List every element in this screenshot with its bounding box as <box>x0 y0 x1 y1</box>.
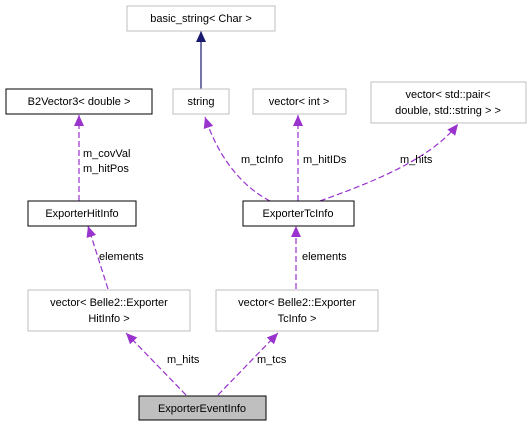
node-vector-pair[interactable]: vector< std::pair< double, std::string >… <box>370 81 527 124</box>
node-basic-string[interactable]: basic_string< Char > <box>126 5 276 32</box>
edge-label-m-hits: m_hits <box>167 354 200 366</box>
edge-tcinfo-to-vector-pair <box>319 123 459 202</box>
edge-label-m-covval: m_covVal <box>83 148 130 160</box>
node-label-line2: double, std::string > > <box>395 105 501 117</box>
node-label: ExporterTcInfo <box>263 208 334 220</box>
node-label: B2Vector3< double > <box>28 96 131 108</box>
edge-label-m-hitids: m_hitIDs <box>303 154 347 166</box>
node-label: vector< int > <box>269 96 330 108</box>
node-label: ExporterEventInfo <box>158 403 246 415</box>
edge-label-m-hits-pair: m_hits <box>400 154 433 166</box>
node-vector-hit-info[interactable]: vector< Belle2::Exporter HitInfo > <box>27 289 191 332</box>
node-label: basic_string< Char > <box>150 13 252 25</box>
node-b2vector3[interactable]: B2Vector3< double > <box>5 88 153 115</box>
node-vector-int[interactable]: vector< int > <box>252 88 347 115</box>
edge-label-m-tcinfo: m_tcInfo <box>241 154 283 166</box>
node-exporter-tc-info[interactable]: ExporterTcInfo <box>242 200 355 227</box>
node-label-line1: vector< Belle2::Exporter <box>50 297 168 309</box>
edge-eventinfo-to-vector-hitinfo <box>125 332 187 396</box>
node-label-line2: TcInfo > <box>278 313 317 325</box>
edge-label-elements-tc: elements <box>302 251 347 263</box>
node-label: ExporterHitInfo <box>45 208 118 220</box>
node-label-line1: vector< Belle2::Exporter <box>238 297 356 309</box>
node-label: string <box>188 96 215 108</box>
edge-tcinfo-to-string <box>203 116 271 202</box>
node-exporter-event-info[interactable]: ExporterEventInfo <box>138 395 267 421</box>
edge-label-m-tcs: m_tcs <box>257 354 287 366</box>
edge-label-m-hitpos: m_hitPos <box>83 163 129 175</box>
node-label-line2: HitInfo > <box>88 313 129 325</box>
node-vector-tc-info[interactable]: vector< Belle2::Exporter TcInfo > <box>215 289 379 332</box>
node-label-line1: vector< std::pair< <box>406 89 491 101</box>
edge-label-elements-hit: elements <box>99 251 144 263</box>
edge-vector-hitinfo-to-hitinfo <box>86 225 109 290</box>
node-string[interactable]: string <box>172 88 230 115</box>
edge-eventinfo-to-vector-tcinfo <box>217 332 279 396</box>
node-exporter-hit-info[interactable]: ExporterHitInfo <box>27 200 137 227</box>
